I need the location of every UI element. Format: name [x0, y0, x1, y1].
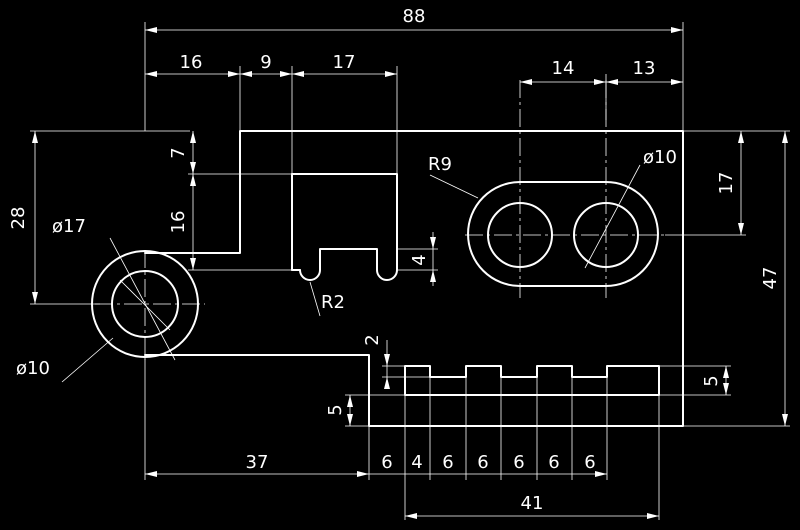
callout-dia10-right: ø10 [643, 147, 677, 168]
dim-overall-width: 88 [403, 6, 426, 27]
obround-slot [465, 80, 665, 298]
dim-top-17: 17 [333, 52, 356, 73]
callout-dia10-left: ø10 [16, 358, 50, 379]
dim-bottom-37: 37 [246, 452, 269, 473]
dim-top-9: 9 [260, 52, 271, 73]
dim-right-5: 5 [701, 375, 722, 386]
dim-left-7: 7 [168, 147, 189, 158]
callout-r9: R9 [428, 154, 452, 175]
dim-right-17: 17 [716, 172, 737, 195]
dim-top-13: 13 [633, 58, 656, 79]
part-outline [144, 130, 684, 427]
dim-bottom-6e: 6 [548, 452, 559, 473]
dim-bottom-6b: 6 [442, 452, 453, 473]
dim-bottom-6c: 6 [477, 452, 488, 473]
dim-top-14: 14 [552, 58, 575, 79]
dim-bottom-4: 4 [411, 452, 422, 473]
bottom-teeth [404, 365, 660, 396]
dim-left-16: 16 [168, 211, 189, 234]
dimension-texts: 88 16 9 17 14 13 28 16 7 17 47 4 2 5 5 3… [8, 6, 781, 514]
callout-dia17: ø17 [52, 216, 86, 237]
dim-right-47: 47 [760, 267, 781, 290]
dim-bottom-6a: 6 [381, 452, 392, 473]
dim-bottom-6f: 6 [584, 452, 595, 473]
dim-slot-4: 4 [409, 254, 430, 265]
dim-tooth-2: 2 [362, 334, 383, 345]
dim-left-5: 5 [325, 404, 346, 415]
callout-r2: R2 [321, 292, 345, 313]
dim-bottom-41: 41 [521, 493, 544, 514]
dim-left-28: 28 [8, 207, 29, 230]
dim-top-16: 16 [180, 52, 203, 73]
dim-bottom-6d: 6 [513, 452, 524, 473]
arrowheads [32, 27, 788, 519]
